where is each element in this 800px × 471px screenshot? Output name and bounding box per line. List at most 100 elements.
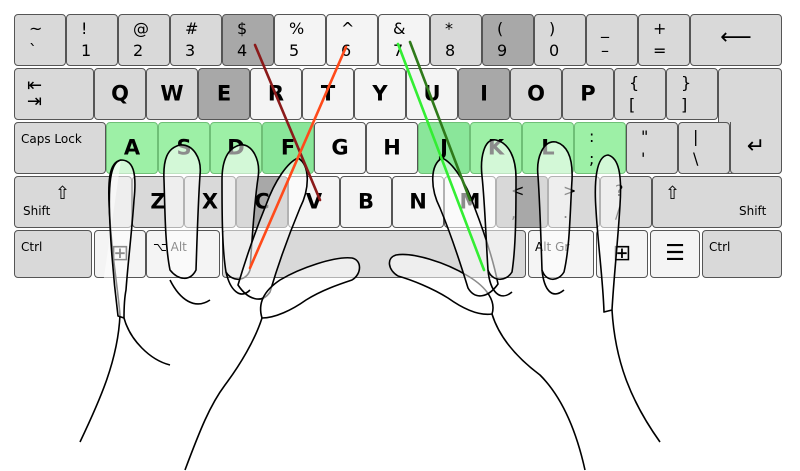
key-label-top: ⟵ (720, 25, 752, 50)
key-shift-right[interactable]: ⇧ Shift (652, 176, 782, 228)
key-e[interactable]: E (198, 68, 250, 120)
key-label-top: " (641, 127, 649, 146)
key-altgr[interactable]: Alt Gr (528, 230, 594, 278)
key-label-top: ⇧ (665, 183, 681, 204)
key-semicolon[interactable]: :; (574, 122, 626, 174)
key-j[interactable]: J (418, 122, 470, 174)
key-p[interactable]: P (562, 68, 614, 120)
key-minus[interactable]: _– (586, 14, 638, 66)
key-label-bottom: Shift (739, 204, 767, 218)
key-3[interactable]: #3 (170, 14, 222, 66)
key-space[interactable] (222, 230, 526, 278)
key-backslash[interactable]: |\ (678, 122, 730, 174)
key-ctrl-right[interactable]: Ctrl (702, 230, 782, 278)
key-7[interactable]: &7 (378, 14, 430, 66)
key-a[interactable]: A (106, 122, 158, 174)
key-r[interactable]: R (250, 68, 302, 120)
key-label-top: { (629, 73, 640, 92)
key-win-left[interactable]: ⊞ (94, 230, 146, 278)
key-0[interactable]: )0 (534, 14, 586, 66)
key-label-top: < (511, 181, 525, 200)
key-period[interactable]: >. (548, 176, 600, 228)
key-z[interactable]: Z (132, 176, 184, 228)
key-equals[interactable]: += (638, 14, 690, 66)
key-u[interactable]: U (406, 68, 458, 120)
key-h[interactable]: H (366, 122, 418, 174)
key-6[interactable]: ^6 (326, 14, 378, 66)
key-label-top: M (459, 189, 481, 214)
key-d[interactable]: D (210, 122, 262, 174)
key-label-top: ☰ (665, 241, 685, 266)
key-lbracket[interactable]: {[ (614, 68, 666, 120)
key-backtick[interactable]: ~` (14, 14, 66, 66)
key-y[interactable]: Y (354, 68, 406, 120)
key-label-top: O (527, 81, 545, 106)
key-w[interactable]: W (146, 68, 198, 120)
key-label-top: E (216, 81, 232, 106)
key-5[interactable]: %5 (274, 14, 326, 66)
key-label-top: ⇧ (55, 183, 71, 204)
key-capslock[interactable]: Caps Lock (14, 122, 106, 174)
key-ctrl-left[interactable]: Ctrl (14, 230, 92, 278)
key-s[interactable]: S (158, 122, 210, 174)
key-label-bottom: 8 (445, 41, 456, 60)
key-label-top: ⌥ Alt (153, 240, 187, 254)
key-label-top: J (440, 135, 448, 160)
key-label-top: $ (237, 19, 248, 38)
key-label-bottom: 7 (393, 41, 404, 60)
key-4[interactable]: $4 (222, 14, 274, 66)
key-label-top: Q (111, 81, 129, 106)
key-label-bottom: 2 (133, 41, 144, 60)
key-tab[interactable]: ⇤⇥ (14, 68, 94, 120)
key-k[interactable]: K (470, 122, 522, 174)
key-shift-left[interactable]: ⇧Shift (14, 176, 132, 228)
key-v[interactable]: V (288, 176, 340, 228)
key-quote[interactable]: "' (626, 122, 678, 174)
key-label-bottom: 6 (341, 41, 352, 60)
key-label-top: K (487, 135, 505, 160)
key-t[interactable]: T (302, 68, 354, 120)
key-f[interactable]: F (262, 122, 314, 174)
key-8[interactable]: *8 (430, 14, 482, 66)
key-c[interactable]: C (236, 176, 288, 228)
key-menu[interactable]: ☰ (650, 230, 700, 278)
key-o[interactable]: O (510, 68, 562, 120)
key-label-bottom: 0 (549, 41, 560, 60)
key-label-bottom: [ (629, 95, 636, 114)
key-label-bottom: 4 (237, 41, 248, 60)
key-backspace[interactable]: ⟵ (690, 14, 782, 66)
key-2[interactable]: @2 (118, 14, 170, 66)
key-g[interactable]: G (314, 122, 366, 174)
key-label-top: B (357, 189, 375, 214)
key-win-right[interactable]: ⊞ (596, 230, 648, 278)
key-slash[interactable]: ?/ (600, 176, 652, 228)
key-i[interactable]: I (458, 68, 510, 120)
key-x[interactable]: X (184, 176, 236, 228)
key-q[interactable]: Q (94, 68, 146, 120)
key-label-bottom: . (563, 203, 569, 222)
key-label-bottom: – (601, 41, 609, 60)
key-label-top: } (681, 73, 692, 92)
key-9[interactable]: (9 (482, 14, 534, 66)
key-b[interactable]: B (340, 176, 392, 228)
key-label-top: # (185, 19, 199, 38)
key-label-bottom: ⇥ (27, 91, 43, 112)
key-label-top: G (331, 135, 349, 160)
key-1[interactable]: !1 (66, 14, 118, 66)
key-alt-left[interactable]: ⌥ Alt (146, 230, 220, 278)
key-label-top: Z (150, 189, 166, 214)
key-label-bottom: 3 (185, 41, 196, 60)
key-comma[interactable]: <, (496, 176, 548, 228)
key-l[interactable]: L (522, 122, 574, 174)
key-enter[interactable]: ↵ (730, 122, 782, 174)
key-n[interactable]: N (392, 176, 444, 228)
key-label-top: ⊞ (110, 241, 130, 266)
key-label-top: W (160, 81, 184, 106)
key-label-top: P (580, 81, 596, 106)
key-label-top: ⊞ (612, 241, 632, 266)
key-label-top: Y (372, 81, 388, 106)
key-rbracket[interactable]: }] (666, 68, 718, 120)
key-m[interactable]: M (444, 176, 496, 228)
key-label-top: Alt Gr (535, 240, 570, 254)
